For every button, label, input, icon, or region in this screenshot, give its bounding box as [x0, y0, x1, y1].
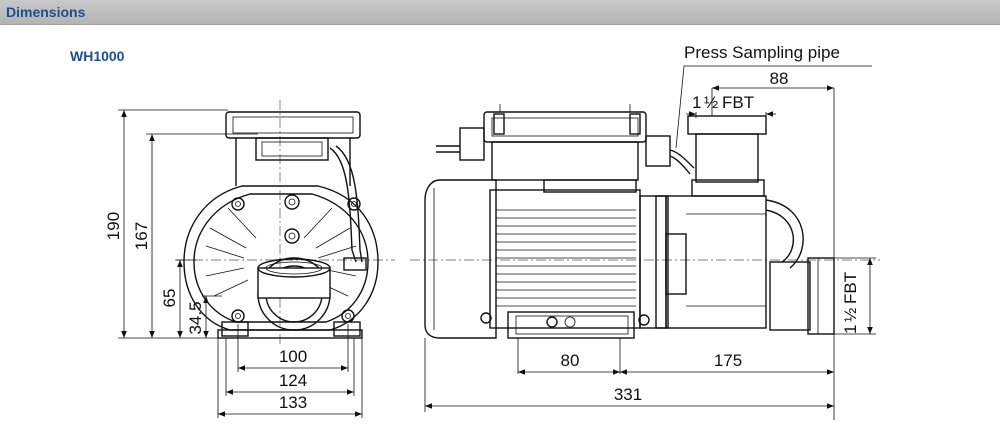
section-header: Dimensions: [0, 0, 1000, 25]
model-label: WH1000: [70, 48, 125, 64]
fbt-top-frac: ½: [704, 93, 718, 112]
dim-88-label: 88: [770, 69, 789, 88]
fbt-side-label: 1 ½ FBT: [841, 272, 860, 334]
fbt-top-unit: FBT: [722, 93, 754, 112]
fbt-side-frac: ½: [841, 308, 860, 322]
front-view-drawing: [118, 100, 395, 418]
dim-124-label: 124: [279, 371, 307, 390]
fbt-side-unit: FBT: [841, 272, 860, 304]
dim-34-5-label: 34.5: [186, 301, 205, 334]
sampling-pipe-label: Press Sampling pipe: [684, 43, 840, 62]
dim-331-label: 331: [614, 385, 642, 404]
dim-190-label: 190: [104, 212, 123, 240]
dim-175-label: 175: [714, 351, 742, 370]
section-title: Dimensions: [6, 4, 86, 20]
fbt-top-label: 1 ½ FBT: [692, 93, 754, 112]
fbt-side-whole: 1: [841, 325, 860, 334]
dim-133-label: 133: [279, 393, 307, 412]
dim-80-label: 80: [561, 351, 580, 370]
fbt-top-whole: 1: [692, 93, 701, 112]
dim-100-label: 100: [279, 347, 307, 366]
side-view-drawing: [410, 65, 880, 420]
dim-167-label: 167: [132, 222, 151, 250]
dim-65-label: 65: [160, 289, 179, 308]
